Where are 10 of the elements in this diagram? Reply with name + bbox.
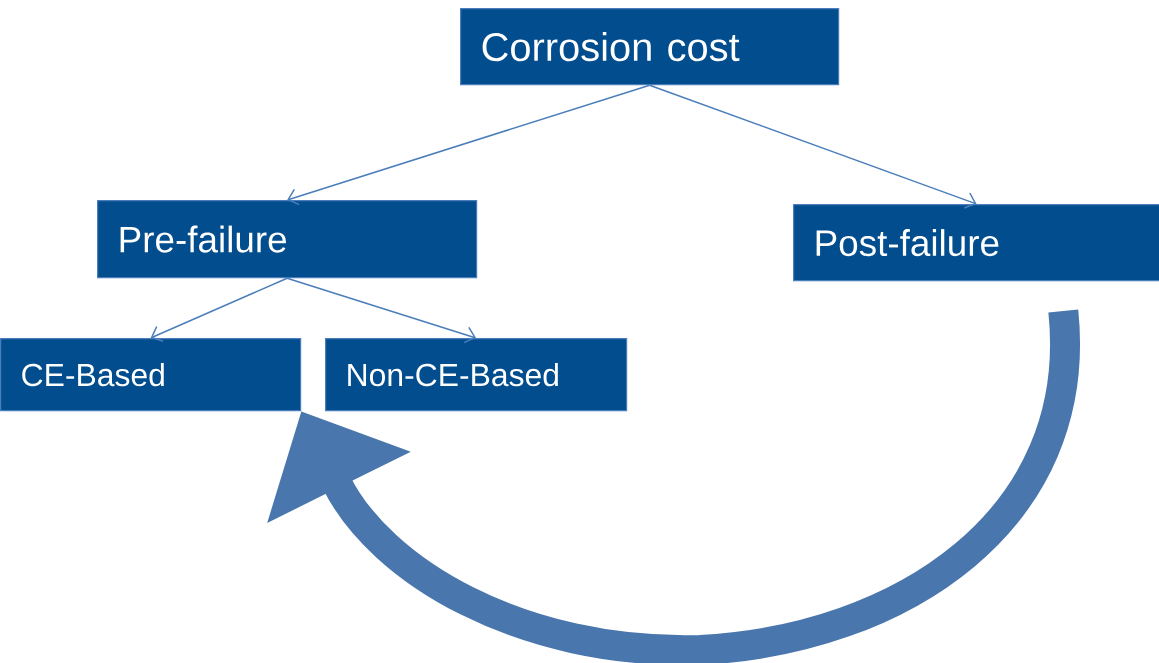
- curved-arrow: [267, 310, 1080, 663]
- process-box: CE-Based: [0, 338, 302, 412]
- arrow: [286, 277, 477, 344]
- arrow: [150, 277, 288, 342]
- process-box: Post-failure: [793, 204, 1159, 282]
- process-box: Non-CE-Based: [325, 338, 628, 412]
- process-box: Corrosion cost: [460, 8, 840, 86]
- process-box: Pre-failure: [97, 200, 478, 279]
- arrow: [648, 84, 977, 209]
- arrow: [287, 84, 651, 206]
